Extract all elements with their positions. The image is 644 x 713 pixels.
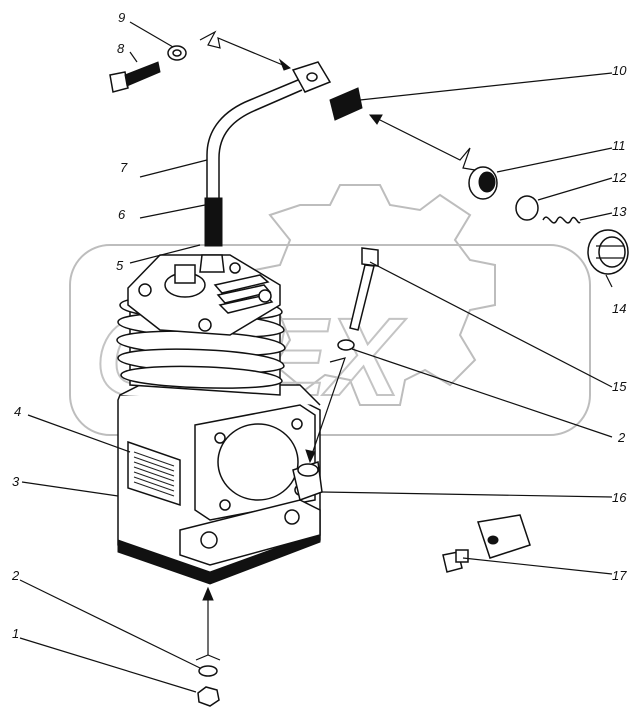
callout-15: 15	[612, 379, 627, 394]
spring-13	[542, 216, 581, 224]
callout-10: 10	[612, 63, 627, 78]
callout-5: 5	[116, 258, 124, 273]
pipe-7	[206, 79, 303, 200]
callout-6: 6	[118, 207, 126, 222]
callout-13: 13	[612, 204, 627, 219]
callout-7: 7	[120, 160, 128, 175]
head-plug	[174, 264, 196, 284]
cover-bolt-2	[291, 418, 303, 430]
bolt-15	[361, 247, 379, 267]
callout-14: 14	[612, 301, 626, 316]
union-5	[199, 254, 225, 273]
assembly-arrows	[195, 30, 476, 661]
bolt-8	[109, 71, 129, 93]
cover-bolt-1	[214, 432, 226, 444]
pipe-sleeve-6	[204, 197, 223, 247]
nut-1	[197, 686, 220, 707]
ring-12	[515, 195, 539, 221]
callout-12: 12	[612, 170, 627, 185]
head-bolt-4	[229, 262, 241, 274]
callout-17: 17	[612, 568, 627, 583]
name-plate-lines	[133, 451, 175, 497]
bolt-15-shank	[349, 264, 375, 331]
cover-block	[477, 514, 531, 559]
callout-3: 3	[12, 474, 20, 489]
callout-2-lower: 2	[11, 568, 20, 583]
callout-9: 9	[118, 10, 125, 25]
callout-1: 1	[12, 626, 19, 641]
cover-bolt-3	[219, 499, 231, 511]
bolt-8-thread	[124, 61, 161, 87]
foot-bolt-hole	[200, 531, 218, 549]
head-bolt-3	[258, 289, 272, 303]
callout-11: 11	[612, 138, 626, 153]
pipe-flange-bore	[306, 72, 318, 82]
washer-2-upper	[337, 339, 355, 351]
foot-side-hole	[284, 509, 300, 525]
callout-8: 8	[117, 41, 125, 56]
compressor-assembly	[116, 61, 332, 585]
leader-lines	[19, 21, 613, 693]
cover-bore	[217, 423, 299, 501]
base-gasket	[117, 531, 321, 585]
callout-2-upper: 2	[617, 430, 626, 445]
head-bolt-2	[198, 318, 212, 332]
callout-16: 16	[612, 490, 627, 505]
head-fins	[213, 274, 274, 314]
gasket-10	[329, 87, 363, 121]
cylinder-head	[127, 254, 281, 336]
head-bolt-1	[138, 283, 152, 297]
loose-parts	[109, 45, 629, 707]
washer-2-lower	[198, 665, 218, 677]
callout-labels: 9 8 10 11 7 12 6 13 5 14 15 4 2 3 16 17 …	[11, 10, 627, 641]
boss-16-hole	[297, 463, 319, 477]
callout-4: 4	[14, 404, 21, 419]
